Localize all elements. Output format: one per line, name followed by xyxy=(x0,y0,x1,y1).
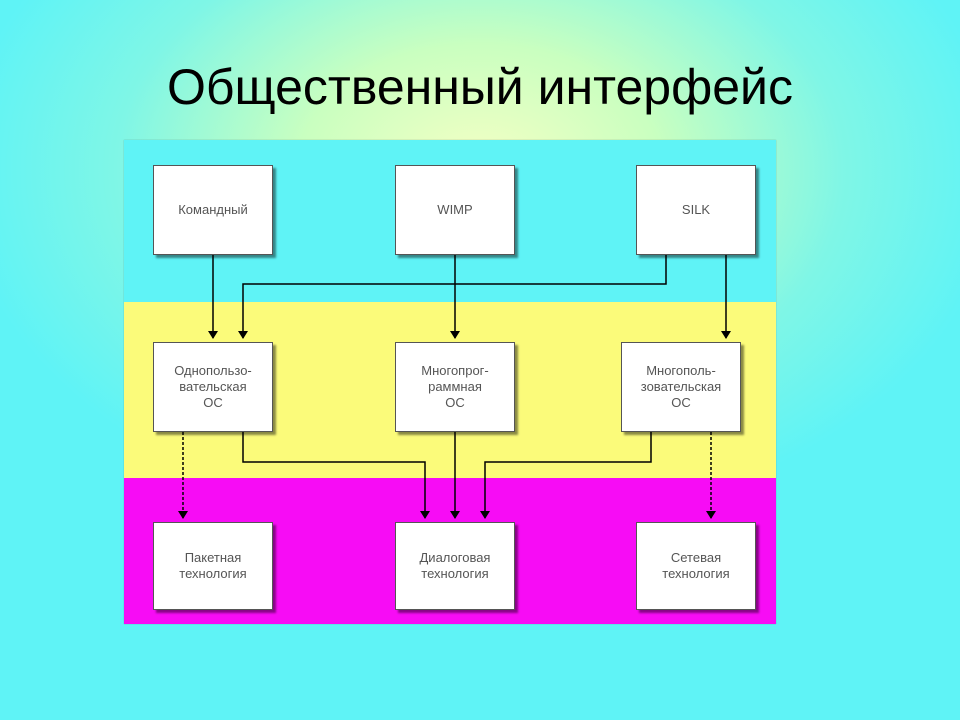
node-batch-tech: Пакетная технология xyxy=(153,522,273,610)
node-single-user-os: Однопользо- вательская ОС xyxy=(153,342,273,432)
node-silk: SILK xyxy=(636,165,756,255)
interface-diagram: Командный WIMP SILK Однопользо- вательск… xyxy=(124,140,776,624)
edge-multi-user-os-to-dialog xyxy=(480,432,652,519)
slide-title: Общественный интерфейс xyxy=(167,59,793,115)
node-dialog-tech: Диалоговая технология xyxy=(395,522,515,610)
connector-lines xyxy=(178,255,731,519)
node-network-tech: Сетевая технология xyxy=(636,522,756,610)
node-wimp: WIMP xyxy=(395,165,515,255)
node-multi-user-os: Многополь- зовательская ОС xyxy=(621,342,741,432)
edge-single-user-os-to-dialog xyxy=(242,432,430,519)
node-komandny: Командный xyxy=(153,165,273,255)
node-multiprog-os: Многопрог- раммная ОС xyxy=(395,342,515,432)
